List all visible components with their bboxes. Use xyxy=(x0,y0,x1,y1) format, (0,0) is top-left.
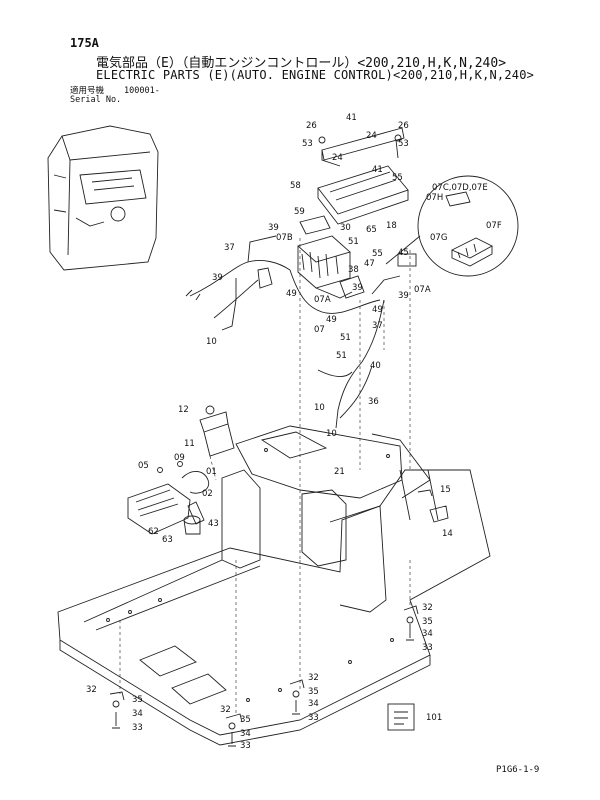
callout-label: 55 xyxy=(392,173,403,183)
callout-label: 34 xyxy=(308,699,319,709)
callout-label: 07H xyxy=(426,193,443,203)
callout-label: 21 xyxy=(334,467,345,477)
cab-thumbnail xyxy=(47,125,159,271)
callout-label: 07F xyxy=(486,221,502,231)
mount-sets xyxy=(109,605,419,747)
callout-label: 47 xyxy=(364,259,375,269)
callout-label: 34 xyxy=(422,629,433,639)
callout-label: 35 xyxy=(240,715,251,725)
callout-label: 51 xyxy=(348,237,359,247)
relay-block xyxy=(297,215,365,299)
callout-label: 32 xyxy=(86,685,97,695)
callout-label: 39 xyxy=(398,291,409,301)
callout-label: 15 xyxy=(440,485,451,495)
callout-label: 05 xyxy=(138,461,149,471)
callout-label: 49 xyxy=(372,305,383,315)
callout-label: 39 xyxy=(352,283,363,293)
wire-harness xyxy=(185,235,401,429)
callout-label: 12 xyxy=(178,405,189,415)
callout-label: 34 xyxy=(240,729,251,739)
title-english: ELECTRIC PARTS (E)(AUTO. ENGINE CONTROL)… xyxy=(96,68,535,82)
callout-label: 41 xyxy=(372,165,383,175)
callout-label: 39 xyxy=(212,273,223,283)
callout-label: 58 xyxy=(290,181,301,191)
callout-label: 40 xyxy=(370,361,381,371)
callout-label: 26 xyxy=(306,121,317,131)
callout-label: 35 xyxy=(422,617,433,627)
page-header: 175A 電気部品（E）（自動エンジンコントロール）<200,210,H,K,N… xyxy=(0,0,600,120)
callout-label: 33 xyxy=(240,741,251,751)
callout-label: 07B xyxy=(276,233,293,243)
callout-label: 101 xyxy=(426,713,442,723)
callout-label: 11 xyxy=(184,439,195,449)
callout-label: 37 xyxy=(372,321,383,331)
callout-label: 37 xyxy=(224,243,235,253)
callout-label: 33 xyxy=(422,643,433,653)
callout-label: 26 xyxy=(398,121,409,131)
callout-label: 49 xyxy=(326,315,337,325)
floor-frame xyxy=(57,425,491,746)
controller-ecu xyxy=(317,127,409,225)
page-number: 175A xyxy=(70,36,99,50)
callout-label: 09 xyxy=(174,453,185,463)
callout-label: 02 xyxy=(202,489,213,499)
left-components xyxy=(127,405,235,535)
callout-label: 07A xyxy=(414,285,431,295)
callout-label: 51 xyxy=(340,333,351,343)
callout-label: 32 xyxy=(308,673,319,683)
callout-label: 10 xyxy=(326,429,337,439)
callout-label: 33 xyxy=(132,723,143,733)
callout-label: 01 xyxy=(206,467,217,477)
callout-label: 53 xyxy=(302,139,313,149)
callout-label: 14 xyxy=(442,529,453,539)
callout-label: 30 xyxy=(340,223,351,233)
callout-label: 34 xyxy=(132,709,143,719)
callout-label: 24 xyxy=(366,131,377,141)
callout-label: 65 xyxy=(366,225,377,235)
title-japanese: 電気部品（E）（自動エンジンコントロール）<200,210,H,K,N,240> xyxy=(96,56,507,71)
serial-value: 100001- xyxy=(124,86,160,96)
serial-label-jp: 適用号機 xyxy=(70,86,105,96)
callout-label: 41 xyxy=(346,113,357,123)
callout-label: 55 xyxy=(372,249,383,259)
callout-label: 59 xyxy=(294,207,305,217)
callout-label: 39 xyxy=(268,223,279,233)
serial-label-en: Serial No. xyxy=(70,95,122,105)
drawing-reference: P1G6-1-9 xyxy=(496,765,540,775)
callout-label: 38 xyxy=(348,265,359,275)
assembly-lines xyxy=(119,238,411,716)
detail-inset xyxy=(385,175,519,277)
callout-label: 10 xyxy=(314,403,325,413)
callout-label: 36 xyxy=(368,397,379,407)
callout-label: 43 xyxy=(208,519,219,529)
callout-label: 51 xyxy=(336,351,347,361)
callout-label: 53 xyxy=(398,139,409,149)
callout-label: 07A xyxy=(314,295,331,305)
callout-label: 32 xyxy=(220,705,231,715)
callout-label: 33 xyxy=(308,713,319,723)
callout-label: 45 xyxy=(398,248,409,258)
callout-label: 07G xyxy=(430,233,447,243)
callout-label: 07C,07D,07E xyxy=(432,183,488,193)
callout-label: 32 xyxy=(422,603,433,613)
callout-label: 35 xyxy=(132,695,143,705)
callout-label: 49 xyxy=(286,289,297,299)
callout-label: 10 xyxy=(206,337,217,347)
callout-label: 35 xyxy=(308,687,319,697)
callout-label: 63 xyxy=(162,535,173,545)
serial-block: 適用号機 Serial No. 100001- xyxy=(70,86,160,105)
callout-label: 62 xyxy=(148,527,159,537)
right-components xyxy=(387,489,449,731)
callout-label: 24 xyxy=(332,153,343,163)
callout-label: 07 xyxy=(314,325,325,335)
callout-label: 18 xyxy=(386,221,397,231)
